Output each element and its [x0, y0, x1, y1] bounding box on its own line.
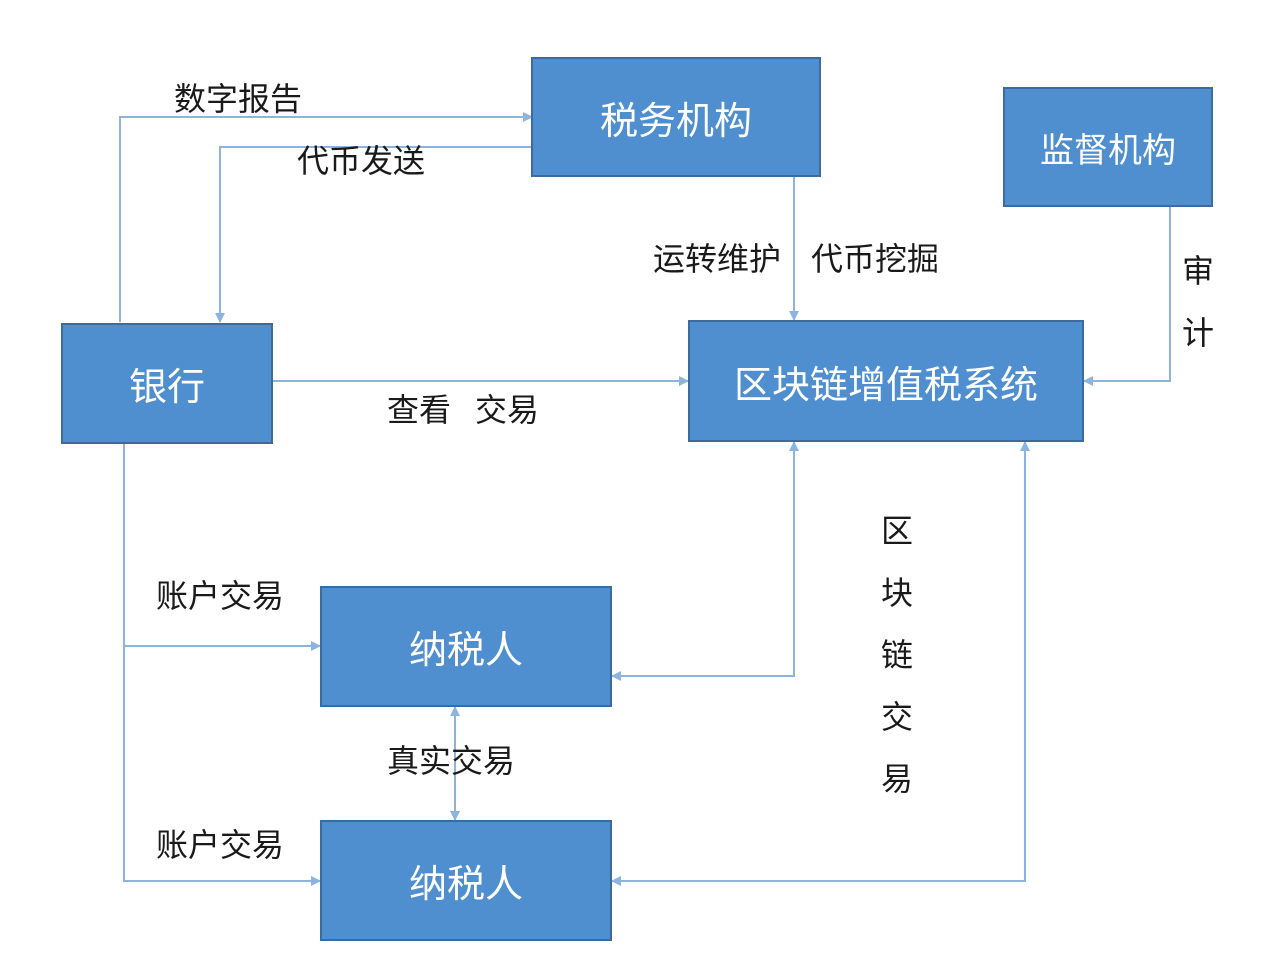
- label-blockchain-transaction: 区 块 链 交 易: [877, 500, 917, 810]
- edge-blockchain-taxpayer-2: [611, 441, 1030, 886]
- node-taxpayer-1: 纳税人: [320, 586, 612, 707]
- label-account-transaction-2: 账户交易: [156, 826, 285, 864]
- node-regulator: 监督机构: [1003, 87, 1213, 207]
- label-audit-char-2: 计: [1181, 314, 1214, 352]
- edge-token-send: [215, 146, 532, 323]
- node-taxpayer-1-label: 纳税人: [408, 628, 523, 672]
- label-blockchain-transaction-char-5: 易: [880, 760, 913, 798]
- label-blockchain-transaction-char-3: 链: [880, 636, 913, 674]
- label-ops-maintenance: 运转维护: [653, 240, 782, 278]
- node-tax-authority-label: 税务机构: [599, 98, 752, 143]
- label-token-mining: 代币挖掘: [811, 240, 940, 278]
- node-bank-label: 银行: [128, 365, 205, 409]
- label-blockchain-transaction-char-1: 区: [880, 512, 913, 550]
- label-account-transaction-1: 账户交易: [156, 577, 285, 615]
- edge-digital-report: [119, 112, 533, 322]
- node-regulator-label: 监督机构: [1040, 130, 1176, 171]
- label-blockchain-transaction-char-4: 交: [880, 698, 913, 736]
- edge-bank-taxpayer-1: [123, 444, 321, 651]
- node-bank: 银行: [61, 323, 273, 444]
- label-view: 查看: [387, 391, 452, 429]
- label-audit: 审 计: [1178, 240, 1218, 364]
- edge-bank-taxpayer-2: [123, 646, 321, 886]
- label-token-send: 代币发送: [297, 142, 426, 180]
- edge-blockchain-taxpayer-1: [611, 441, 799, 681]
- edge-audit: [1083, 207, 1171, 386]
- label-digital-report: 数字报告: [174, 80, 303, 118]
- label-real-transaction: 真实交易: [387, 742, 516, 780]
- node-blockchain-system: 区块链增值税系统: [688, 320, 1084, 442]
- node-taxpayer-2: 纳税人: [320, 820, 612, 941]
- label-transactions: 交易: [475, 391, 540, 429]
- label-blockchain-transaction-char-2: 块: [880, 574, 913, 612]
- node-tax-authority: 税务机构: [531, 57, 821, 177]
- node-taxpayer-2-label: 纳税人: [408, 862, 523, 906]
- node-blockchain-system-label: 区块链增值税系统: [733, 362, 1038, 407]
- label-audit-char-1: 审: [1181, 252, 1214, 290]
